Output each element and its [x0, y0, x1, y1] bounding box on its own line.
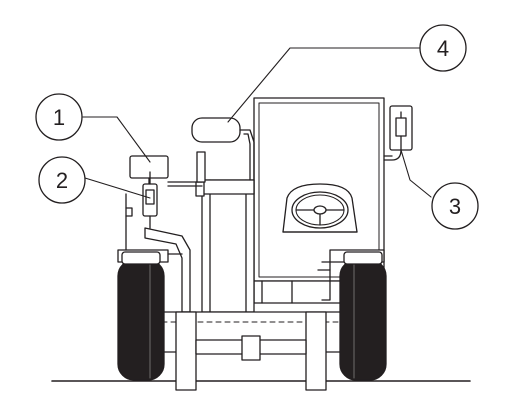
- lower-left-mirror: [143, 172, 157, 228]
- callout-number-2: 2: [56, 168, 68, 193]
- chassis: [162, 312, 350, 390]
- steering-wheel: [283, 184, 357, 232]
- callout-number-1: 1: [53, 105, 65, 130]
- right-side-mirror: [384, 106, 412, 160]
- boom: [196, 180, 254, 312]
- front-left-mirror: [130, 156, 202, 190]
- callout-2: 2: [39, 157, 85, 203]
- right-hub: [344, 252, 382, 264]
- upper-center-mirror: [192, 118, 254, 182]
- callout-1: 1: [36, 94, 82, 140]
- callout-number-3: 3: [449, 194, 461, 219]
- callout-3: 3: [432, 183, 478, 229]
- left-tire: [118, 260, 164, 380]
- right-tire: [340, 260, 386, 380]
- callout-4: 4: [420, 25, 466, 71]
- callout-number-4: 4: [437, 36, 449, 61]
- left-hub: [122, 252, 160, 264]
